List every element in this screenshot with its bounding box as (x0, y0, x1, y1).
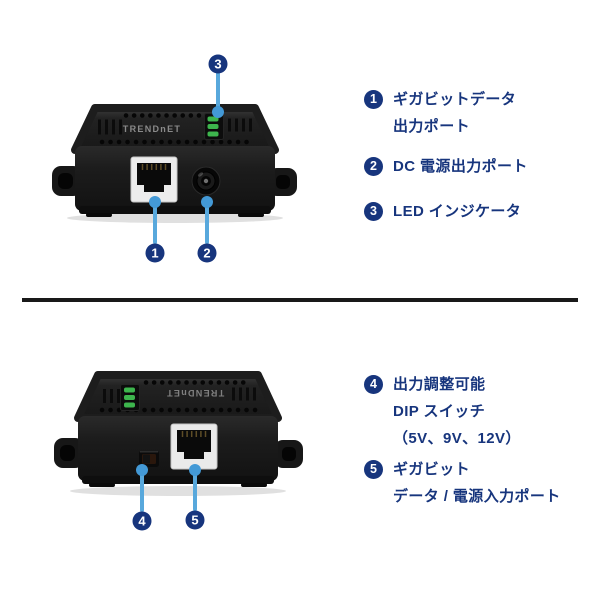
callout-5: 5 (185, 464, 205, 530)
legend-text: 出力ポート (393, 118, 471, 135)
device-front-view-illustration: TRENDnET (52, 54, 297, 263)
callout-dot (189, 464, 201, 476)
legend-item-3: 3 LED インジケータ (364, 198, 521, 225)
legend-text: DIP スイッチ (393, 403, 486, 420)
callout-4: 4 (132, 464, 152, 531)
callout-badge (145, 243, 165, 263)
callout-dot (149, 196, 161, 208)
callout-number: 1 (151, 246, 158, 261)
led-indicators (120, 384, 140, 411)
callout-number: 5 (191, 513, 198, 528)
dip-switch (139, 451, 159, 467)
led-green (207, 116, 219, 122)
legend-text: ギガビット (393, 461, 471, 478)
led-green (207, 124, 219, 129)
legend-badge-2: 2 (364, 157, 383, 176)
callout-2: 2 (197, 196, 217, 263)
legend-text: データ / 電源入力ポート (393, 488, 561, 505)
callout-number: 2 (203, 246, 210, 261)
device-foot (241, 483, 267, 487)
legend-badge-1: 1 (364, 90, 383, 109)
device-rear-view-illustration: TRENDnET (54, 371, 303, 531)
led-green (124, 395, 135, 400)
device-bottom-edge (82, 476, 274, 484)
dc-power-out-jack (191, 166, 221, 196)
legend-text: LED インジケータ (393, 203, 522, 220)
legend-text: （5V、9V、12V） (393, 430, 521, 447)
legend-text: ギガビットデータ (393, 91, 517, 108)
led-green (124, 402, 135, 408)
led-green (207, 131, 219, 137)
legend-badge-4: 4 (364, 375, 383, 394)
brand-logo-mirrored: TRENDnET (166, 388, 224, 398)
section-divider (22, 298, 578, 302)
mounting-tab-left (52, 166, 82, 196)
legend-item-4: 4 出力調整可能 DIP スイッチ （5V、9V、12V） (364, 371, 521, 452)
led-indicators (204, 113, 224, 140)
rj45-data-out-port (130, 156, 178, 203)
led-green (124, 387, 135, 393)
legend-item-2: 2 DC 電源出力ポート (364, 153, 528, 180)
callout-number: 3 (214, 57, 221, 72)
device-shadow (70, 486, 286, 496)
legend-text: DC 電源出力ポート (393, 158, 528, 175)
legend-item-5: 5 ギガビット データ / 電源入力ポート (364, 456, 561, 510)
legend-text: 出力調整可能 (393, 376, 486, 393)
device-bottom-edge (79, 206, 271, 214)
legend-item-1: 1 ギガビットデータ 出力ポート (364, 86, 516, 140)
callout-badge (132, 511, 152, 531)
callout-dot (136, 464, 148, 476)
callout-number: 4 (138, 514, 146, 529)
mounting-tab-right (274, 440, 303, 468)
legend-badge-5: 5 (364, 460, 383, 479)
legend-badge-3: 3 (364, 202, 383, 221)
brand-logo: TRENDnET (123, 124, 181, 134)
callout-3: 3 (208, 54, 228, 118)
callout-1: 1 (145, 196, 165, 263)
device-shadow (67, 213, 283, 223)
rj45-data-power-in-port (170, 423, 218, 470)
device-top-panel (71, 104, 279, 154)
mounting-tab-left (54, 438, 84, 468)
device-foot (238, 213, 264, 217)
callout-badge (197, 243, 217, 263)
callout-dot (201, 196, 213, 208)
callout-badge (208, 54, 228, 74)
device-foot (86, 213, 112, 217)
callout-dot (212, 106, 224, 118)
mounting-tab-right (268, 168, 297, 196)
device-foot (89, 483, 115, 487)
callout-badge (185, 510, 205, 530)
